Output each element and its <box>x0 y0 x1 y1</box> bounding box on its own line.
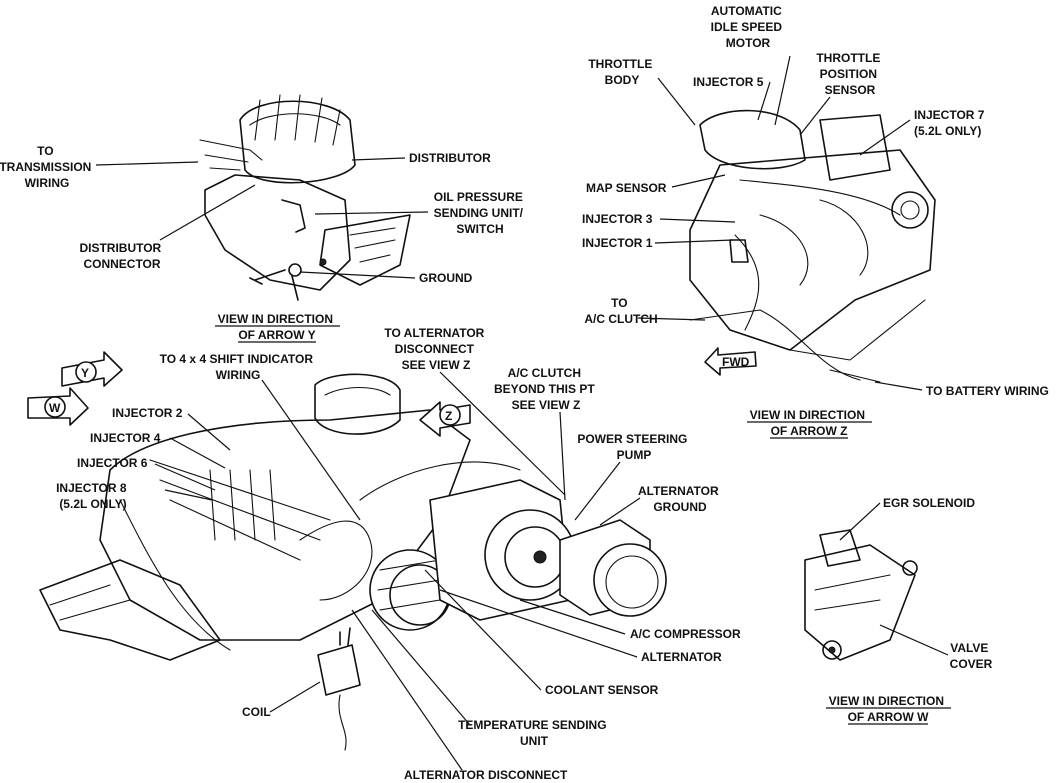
label-to-4x4-shift-indicator: TO 4 x 4 SHIFT INDICATOR WIRING <box>160 352 317 382</box>
view-w-drawing <box>804 529 918 661</box>
label-injector-8: INJECTOR 8 (5.2L ONLY) <box>56 481 130 511</box>
label-alternator-disconnect: ALTERNATOR DISCONNECT <box>404 768 568 782</box>
label-power-steering-pump: POWER STEERING PUMP <box>577 432 690 462</box>
label-ac-compressor: A/C COMPRESSOR <box>630 627 741 641</box>
label-coolant-sensor: COOLANT SENSOR <box>545 683 659 697</box>
label-coil: COIL <box>242 705 271 719</box>
label-to-battery-wiring: TO BATTERY WIRING <box>926 384 1049 398</box>
label-automatic-idle-speed-motor: AUTOMATIC IDLE SPEED MOTOR <box>711 4 786 50</box>
label-distributor: DISTRIBUTOR <box>409 151 491 165</box>
caption-view-w: VIEW IN DIRECTION OF ARROW W <box>829 694 948 724</box>
arrow-y-label: Y <box>81 366 89 380</box>
label-injector-6: INJECTOR 6 <box>77 456 148 470</box>
label-injector-1: INJECTOR 1 <box>582 236 653 250</box>
fwd-label: FWD <box>722 355 750 369</box>
label-oil-pressure-switch: OIL PRESSURE SENDING UNIT/ SWITCH <box>434 190 527 236</box>
label-valve-cover: VALVE COVER <box>950 641 993 671</box>
label-egr-solenoid: EGR SOLENOID <box>883 496 975 510</box>
label-to-alternator-disconnect: TO ALTERNATOR DISCONNECT SEE VIEW Z <box>384 326 487 372</box>
arrow-z-label: Z <box>445 409 452 423</box>
label-temperature-sending-unit: TEMPERATURE SENDING UNIT <box>458 718 610 748</box>
label-alternator: ALTERNATOR <box>641 650 722 664</box>
labels: TO TRANSMISSION WIRING DISTRIBUTOR OIL P… <box>0 4 1049 782</box>
label-map-sensor: MAP SENSOR <box>586 181 667 195</box>
ac-compressor-drawing <box>429 479 576 621</box>
label-injector-5: INJECTOR 5 <box>693 75 764 89</box>
label-to-ac-clutch: TO A/C CLUTCH <box>584 296 657 326</box>
direction-arrow-y: Y <box>61 351 123 387</box>
direction-arrow-w: W <box>27 387 89 426</box>
leader-lines <box>95 55 949 771</box>
direction-arrow-z: Z <box>419 401 471 437</box>
label-to-transmission-wiring: TO TRANSMISSION WIRING <box>0 144 95 190</box>
view-z-drawing: FWD <box>689 109 936 383</box>
fwd-arrow: FWD <box>704 347 757 376</box>
main-engine-drawing <box>39 373 667 751</box>
view-y-drawing <box>199 94 411 301</box>
label-throttle-position-sensor: THROTTLE POSITION SENSOR <box>816 51 883 97</box>
coil-drawing <box>317 627 361 751</box>
label-distributor-connector: DISTRIBUTOR CONNECTOR <box>79 241 164 271</box>
caption-view-z: VIEW IN DIRECTION OF ARROW Z <box>750 408 869 438</box>
label-injector-2: INJECTOR 2 <box>112 406 183 420</box>
label-ac-clutch-beyond: A/C CLUTCH BEYOND THIS PT SEE VIEW Z <box>494 366 598 412</box>
label-injector-3: INJECTOR 3 <box>582 212 653 226</box>
label-alternator-ground: ALTERNATOR GROUND <box>638 484 722 514</box>
caption-view-y: VIEW IN DIRECTION OF ARROW Y <box>218 312 337 342</box>
label-injector-7: INJECTOR 7 (5.2L ONLY) <box>914 108 988 138</box>
power-steering-pump-drawing <box>559 519 667 617</box>
label-throttle-body: THROTTLE BODY <box>588 57 655 87</box>
label-ground: GROUND <box>419 271 473 285</box>
arrow-w-label: W <box>49 401 61 415</box>
label-injector-4: INJECTOR 4 <box>90 431 161 445</box>
